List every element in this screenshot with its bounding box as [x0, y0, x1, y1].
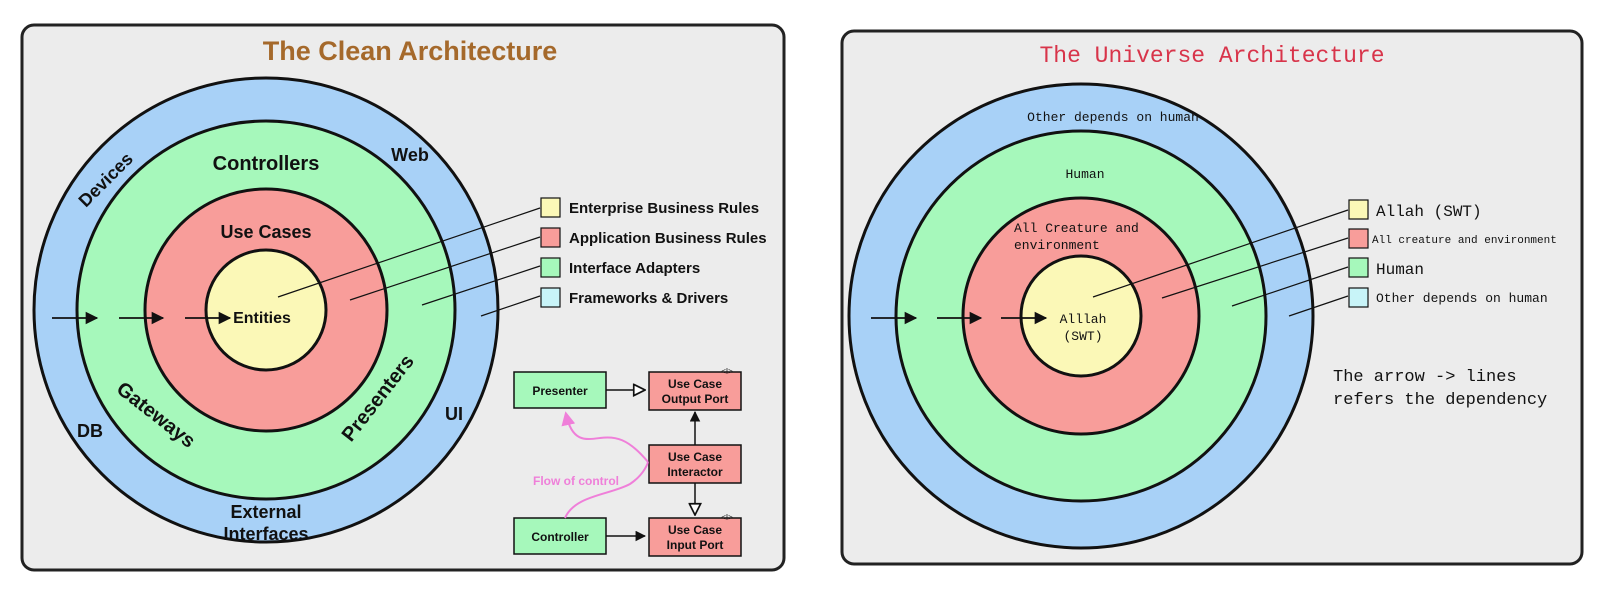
leader-line-allah	[1092, 209, 1349, 298]
flow-of-control-diagram: Presenter Controller Use Case Output Por…	[513, 367, 742, 557]
input-port-interface-marker: <I>	[721, 513, 733, 522]
controller-label: Controller	[531, 530, 589, 544]
output-port-interface-marker: <I>	[721, 367, 733, 376]
label-web: Web	[391, 145, 429, 165]
leader-line-entities	[277, 207, 541, 298]
flow-curve-upper	[561, 411, 649, 463]
label-external-line2: Interfaces	[223, 524, 308, 544]
presenter-label: Presenter	[532, 384, 588, 398]
output-port-label-line1: Use Case	[668, 377, 722, 391]
interactor-label-line2: Interactor	[667, 465, 723, 479]
label-external-line1: External	[230, 502, 301, 522]
label-core-line1: Alllah	[1060, 312, 1107, 327]
leader-line-human	[1231, 266, 1349, 307]
interactor-label-line1: Use Case	[668, 450, 722, 464]
label-use-cases: Use Cases	[220, 222, 311, 242]
legend-label-creature: All creature and environment	[1372, 235, 1557, 247]
output-port-label-line2: Output Port	[662, 392, 729, 406]
input-port-label-line1: Use Case	[668, 523, 722, 537]
legend-label-enterprise: Enterprise Business Rules	[569, 200, 759, 217]
controller-box	[513, 517, 607, 555]
universe-title: The Universe Architecture	[1039, 43, 1384, 69]
interactor-box	[648, 444, 742, 484]
legend-label-allah: Allah (SWT)	[1376, 203, 1482, 221]
input-port-box	[648, 517, 742, 557]
universe-legend: Allah (SWT) All creature and environment…	[1348, 199, 1557, 308]
clean-architecture-panel: The Clean Architecture Devices Web DB UI…	[20, 23, 786, 572]
legend-label-application: Application Business Rules	[569, 230, 767, 247]
universe-architecture-panel: The Universe Architecture Other depends …	[840, 29, 1584, 566]
allah-core	[1019, 254, 1143, 378]
entities-core	[204, 248, 328, 372]
label-human: Human	[1065, 167, 1104, 182]
legend-swatch-adapters	[540, 257, 561, 278]
legend-swatch-human	[1348, 257, 1369, 278]
legend-swatch-frameworks	[540, 287, 561, 308]
label-creature-line2: environment	[1014, 238, 1100, 253]
dependency-note-line1: The arrow -> lines	[1333, 368, 1517, 387]
legend-label-other: Other depends on human	[1376, 291, 1548, 306]
legend-swatch-application	[540, 227, 561, 248]
legend-swatch-other	[1348, 287, 1369, 308]
input-port-label-line2: Input Port	[667, 538, 724, 552]
label-creature-line1: All Creature and	[1014, 221, 1139, 236]
leader-line-frameworks	[480, 295, 541, 317]
legend-swatch-enterprise	[540, 197, 561, 218]
presenter-box	[513, 371, 607, 409]
flow-of-control-label: Flow of control	[533, 474, 619, 488]
dependency-note-line2: refers the dependency	[1333, 391, 1547, 410]
legend-swatch-allah	[1348, 199, 1369, 220]
output-port-box	[648, 371, 742, 411]
label-controllers: Controllers	[213, 153, 320, 175]
clean-title: The Clean Architecture	[263, 36, 558, 66]
leader-line-adapters	[421, 265, 541, 306]
legend-label-frameworks: Frameworks & Drivers	[569, 290, 728, 307]
leader-line-creature	[1161, 237, 1349, 299]
label-core-line2: (SWT)	[1063, 329, 1102, 344]
label-ui: UI	[445, 404, 463, 424]
legend-label-adapters: Interface Adapters	[569, 260, 700, 277]
leader-line-usecases	[349, 236, 541, 301]
legend-label-human: Human	[1376, 261, 1424, 279]
label-other-depends: Other depends on human	[1027, 110, 1199, 125]
flow-curve-lower	[564, 461, 649, 519]
clean-legend: Enterprise Business Rules Application Bu…	[540, 197, 767, 308]
leader-line-other	[1288, 295, 1349, 317]
label-db: DB	[77, 421, 103, 441]
legend-swatch-creature	[1348, 228, 1369, 249]
label-entities: Entities	[233, 310, 291, 327]
